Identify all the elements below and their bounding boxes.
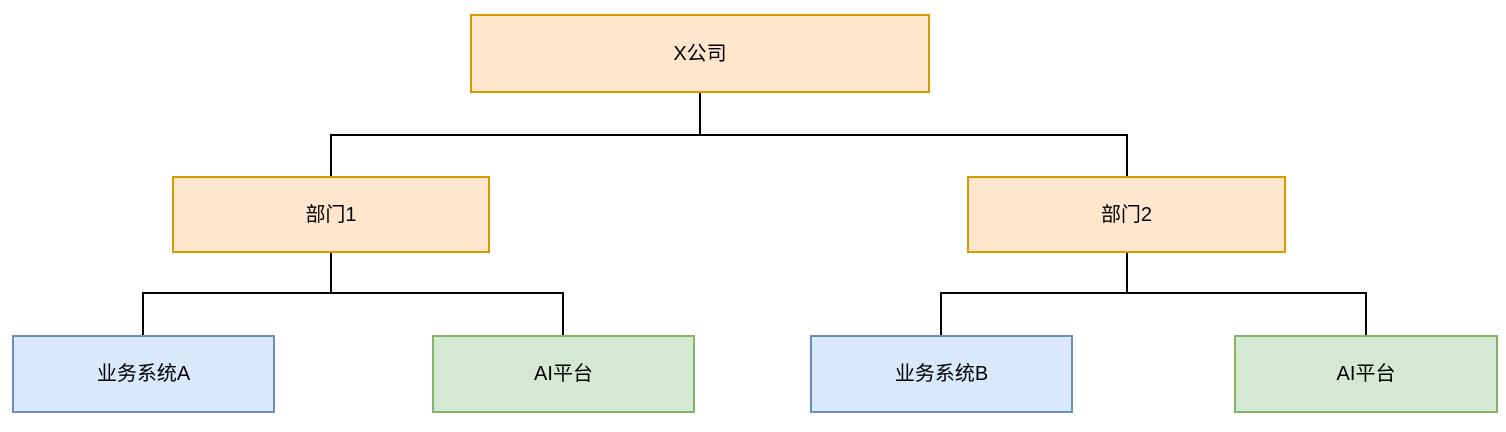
connector-dept1-sysA <box>142 253 332 335</box>
node-business-system-b-label: 业务系统B <box>894 363 989 385</box>
node-dept1[interactable]: 部门1 <box>172 176 490 253</box>
connector-dept2-ai2 <box>1126 253 1367 335</box>
connector-dept1-ai1 <box>330 253 564 335</box>
node-dept2-label: 部门2 <box>1100 203 1153 226</box>
node-ai-platform-left-label: AI平台 <box>534 363 593 385</box>
node-dept1-label: 部门1 <box>305 203 357 226</box>
node-company[interactable]: X公司 <box>470 14 930 93</box>
connector-company-dept2 <box>699 93 1128 176</box>
node-business-system-a[interactable]: 业务系统A <box>12 335 275 413</box>
node-dept2[interactable]: 部门2 <box>967 176 1286 253</box>
connector-company-dept1 <box>330 93 701 176</box>
node-ai-platform-right[interactable]: AI平台 <box>1234 335 1498 413</box>
node-company-label: X公司 <box>673 42 727 65</box>
node-ai-platform-left[interactable]: AI平台 <box>432 335 695 413</box>
node-business-system-a-label: 业务系统A <box>96 363 191 385</box>
node-business-system-b[interactable]: 业务系统B <box>810 335 1073 413</box>
connector-dept2-sysB <box>940 253 1128 335</box>
node-ai-platform-right-label: AI平台 <box>1336 363 1396 385</box>
